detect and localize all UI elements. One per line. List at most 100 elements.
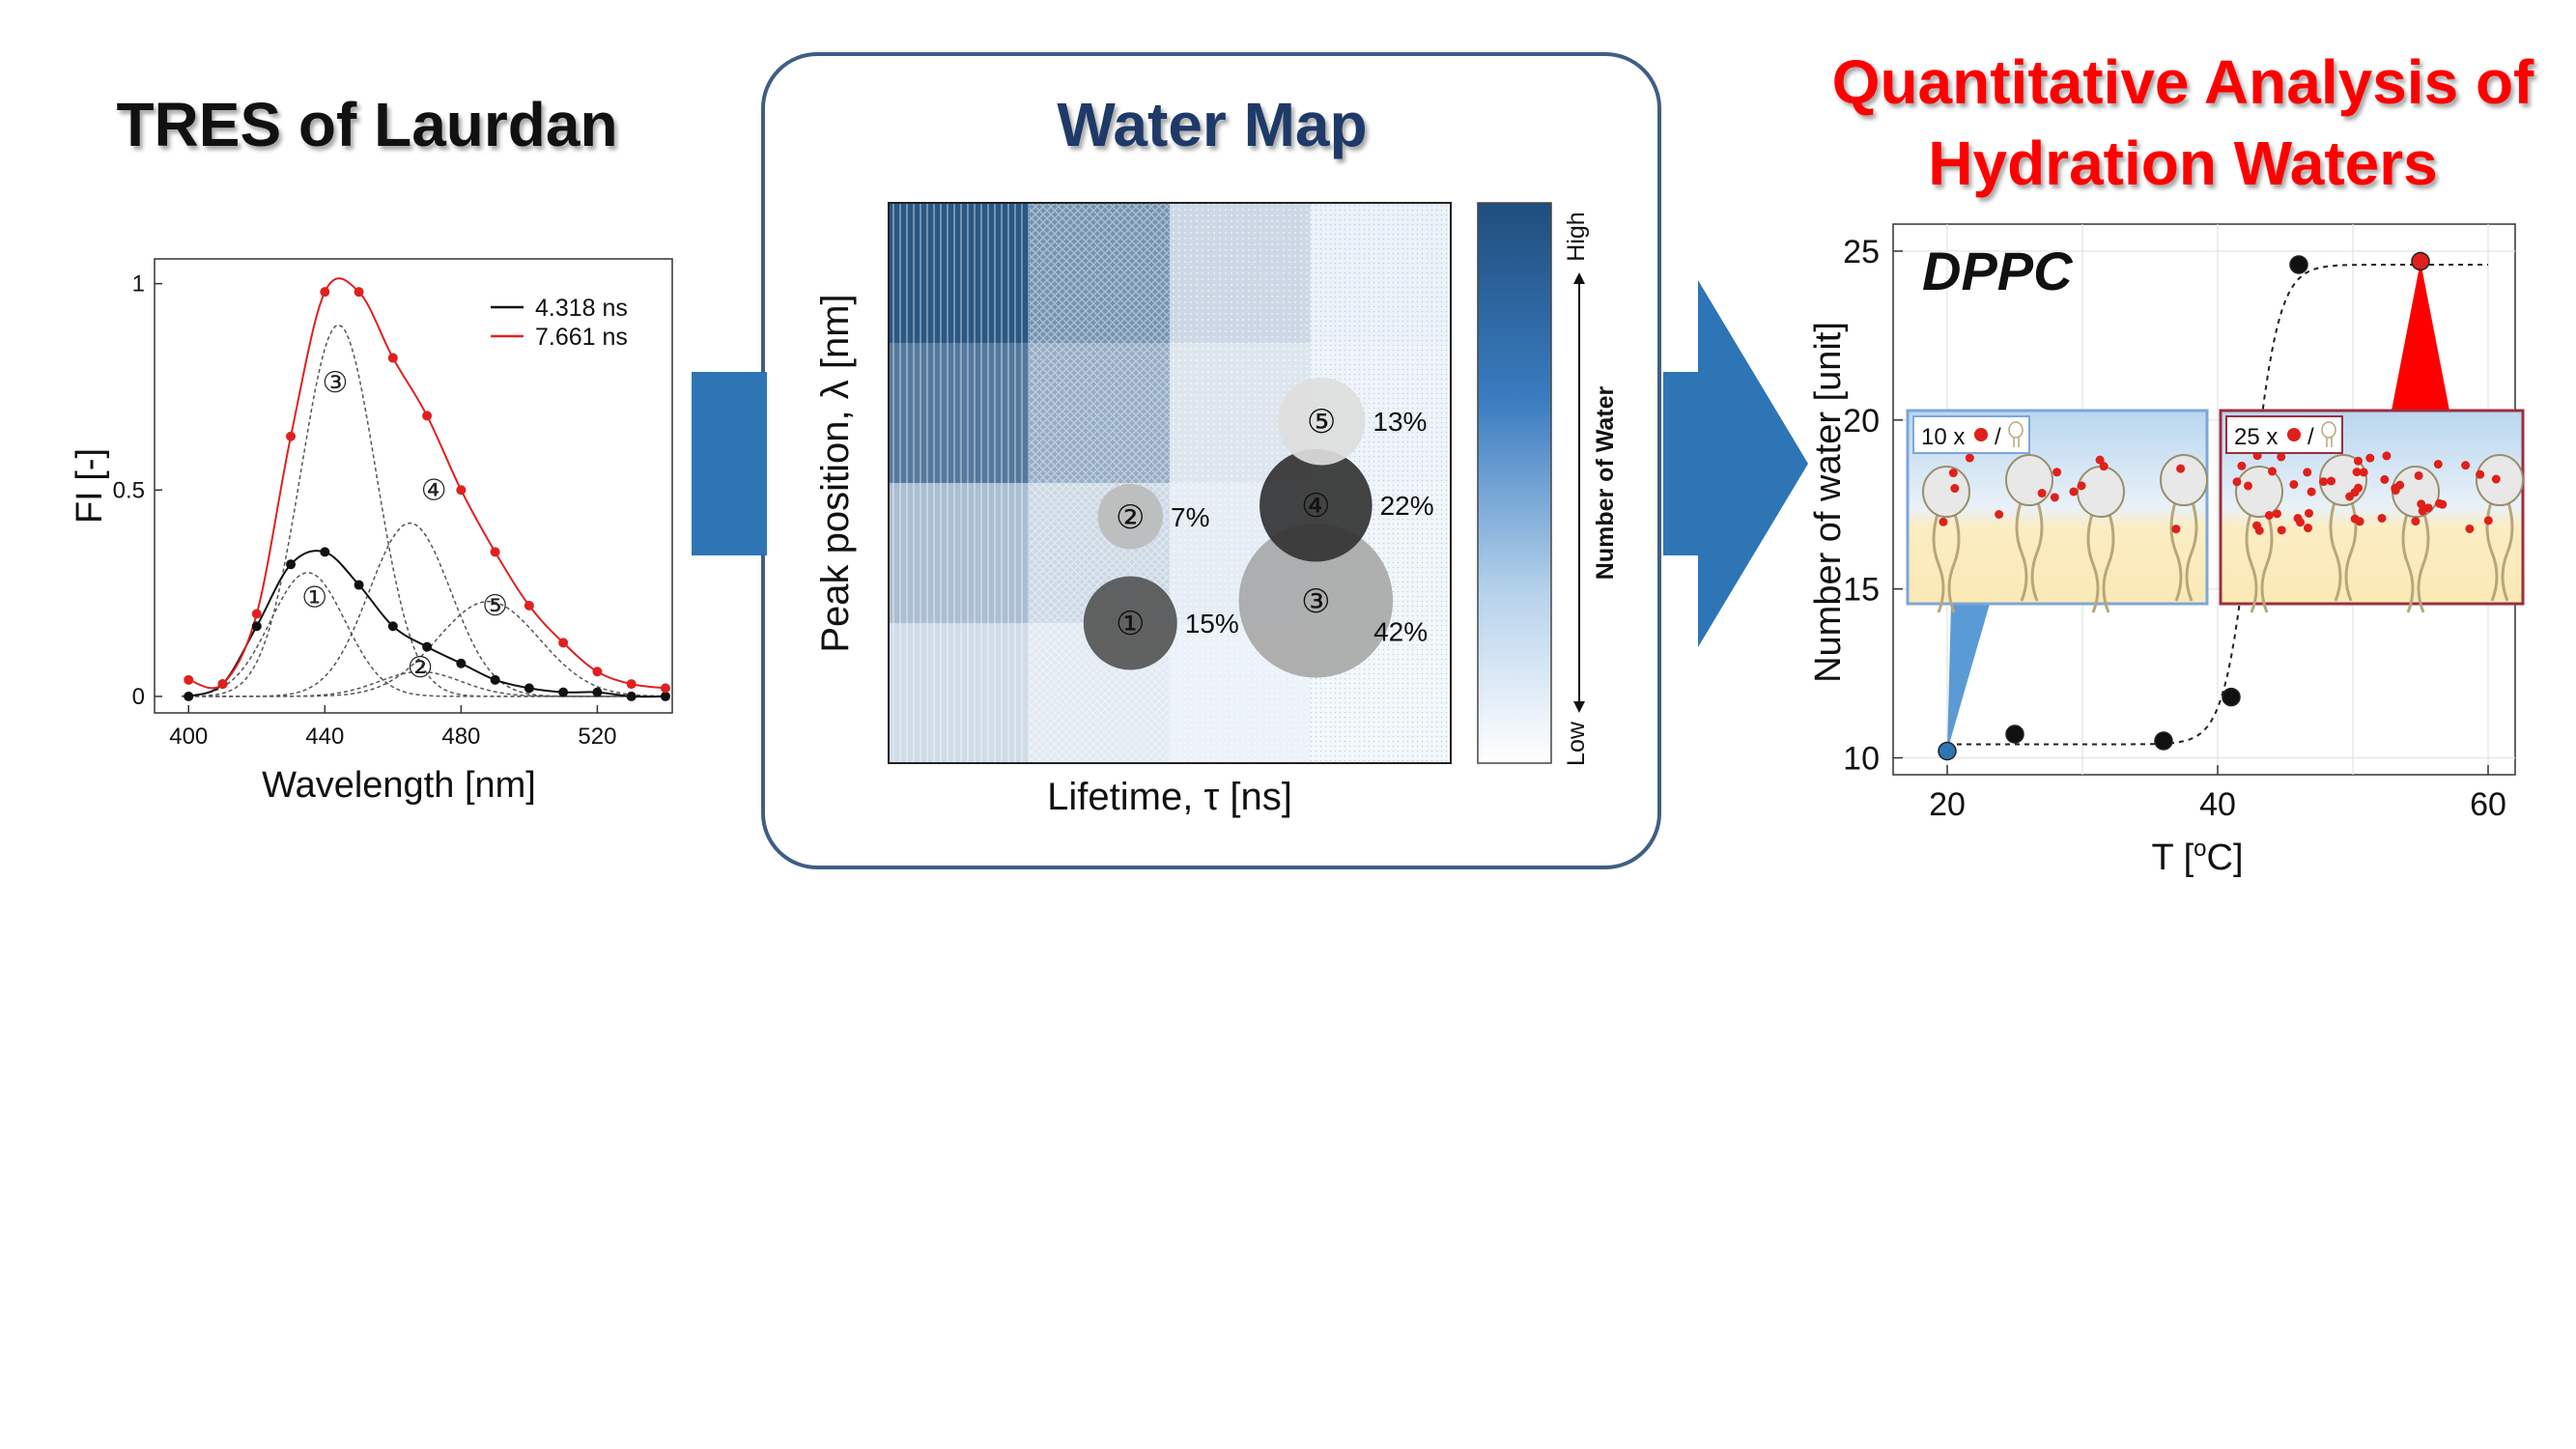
inset-separator: / [2307,424,2314,450]
water-molecule [2305,508,2314,518]
bubble-percent-label: 13% [1373,407,1427,437]
lipid-tail [2015,498,2028,602]
tres-xtick-label: 520 [578,724,616,750]
inset-ratio-label: 25 x [2234,424,2278,450]
water-molecule [2435,498,2445,508]
water-molecule [2277,526,2286,535]
water-molecule [2277,452,2286,462]
water-molecule [2380,474,2390,484]
tres-data-point [660,683,670,694]
lipid-tail [2501,498,2514,602]
tres-data-point [456,658,467,668]
water-molecule [1965,453,1974,463]
water-map-bubble [1238,524,1394,678]
lipid-head [2077,466,2125,518]
callout-high [2392,261,2449,411]
tres-title: TRES of Laurdan [116,90,618,159]
hydration-data-point [2289,255,2308,274]
water-molecule [2414,470,2423,480]
water-map-frame [888,202,1452,764]
lipid-icon [2321,421,2336,439]
water-molecule [2461,461,2471,470]
heatmap-cell-texture [1029,203,1171,344]
tres-data-point [387,621,398,632]
water-molecule [1950,484,1960,494]
water-molecule [2232,477,2242,487]
lipid-tail [2329,498,2342,602]
tres-component-curve [182,670,665,697]
tres-xlabel: Wavelength [nm] [262,765,536,806]
tres-data-point [660,691,670,701]
arrow-icon-left [692,372,767,555]
inset-ratio-label: 10 x [1921,424,1965,450]
lipid-head [2160,454,2208,506]
tres-data-point [558,687,569,697]
tres-data-point [524,683,534,694]
water-molecule [2377,513,2387,523]
lipid-icon-tail [2326,438,2333,447]
tres-component-label: ③ [322,367,348,399]
water-molecule [2307,487,2316,497]
water-map-title: Water Map [1057,90,1368,159]
hydration-ytick-label: 20 [1843,403,1880,440]
bubble-number-label: ③ [1301,583,1330,620]
water-molecule [2264,510,2274,520]
tres-series-line-1 [187,277,666,690]
water-molecule [2095,455,2105,465]
water-molecule [2037,489,2047,498]
water-map-xlabel: Lifetime, τ [ns] [1047,776,1292,818]
arrow-icon-right [1663,280,1808,647]
water-molecule [2382,451,2392,461]
legend-label-red: 7.661 ns [535,324,628,351]
water-molecule [2077,481,2086,491]
water-molecule [2491,474,2501,484]
water-molecule [2171,525,2181,534]
hydration-ylabel: Number of water [unit] [1808,322,1849,683]
water-molecule [2359,468,2368,477]
water-map-bubble [1097,484,1164,550]
lipid-tail [2417,510,2430,613]
tres-component-curve [182,324,665,697]
water-molecule [2354,483,2364,493]
tres-data-point [456,485,467,496]
bubble-number-label: ⑤ [1307,404,1336,440]
water-map-bubble [1260,448,1373,562]
hydration-data-point [2411,251,2430,271]
water-molecule [2069,487,2079,497]
hydration-data-point [2222,687,2241,707]
water-molecule [2327,476,2336,486]
hydration-fit-curve [1947,264,2488,746]
quantitative-title-line1: Quantitative Analysis of [1831,47,2534,117]
colorbar-high-label: High [1563,212,1590,261]
tres-component-label: ① [301,582,327,613]
heatmap-cell-texture [1029,343,1171,484]
lipid-tail [2485,498,2499,602]
tres-data-point [320,547,330,557]
tres-data-point [354,287,364,298]
bubble-percent-label: 7% [1171,502,1209,532]
heatmap-cell-texture [1310,203,1452,344]
water-map-bubble [1277,377,1366,466]
lipid-icon-tail [2013,438,2020,447]
bubble-number-label: ② [1116,499,1145,536]
water-molecule [1939,517,1948,526]
water-molecule [2289,479,2299,489]
water-molecule [2303,468,2312,477]
lipid-icon [2008,421,2024,439]
water-molecule [2352,468,2362,477]
hydration-xtick-label: 20 [1929,786,1966,823]
colorbar-arrow [1573,272,1585,713]
water-molecule [1995,510,2004,520]
heatmap-cell-texture [889,343,1030,484]
tres-xtick-label: 480 [441,724,480,750]
water-molecule [2052,468,2062,477]
bubble-number-label: ① [1116,606,1145,642]
tres-xtick-label: 440 [305,724,344,750]
lipid-tail [1947,510,1961,613]
legend-label-black: 4.318 ns [535,295,628,322]
water-molecule [2411,517,2420,526]
water-molecule [2391,486,2400,496]
hydration-ytick-label: 10 [1843,741,1880,778]
water-map-ylabel: Peak position, λ [nm] [814,294,857,652]
